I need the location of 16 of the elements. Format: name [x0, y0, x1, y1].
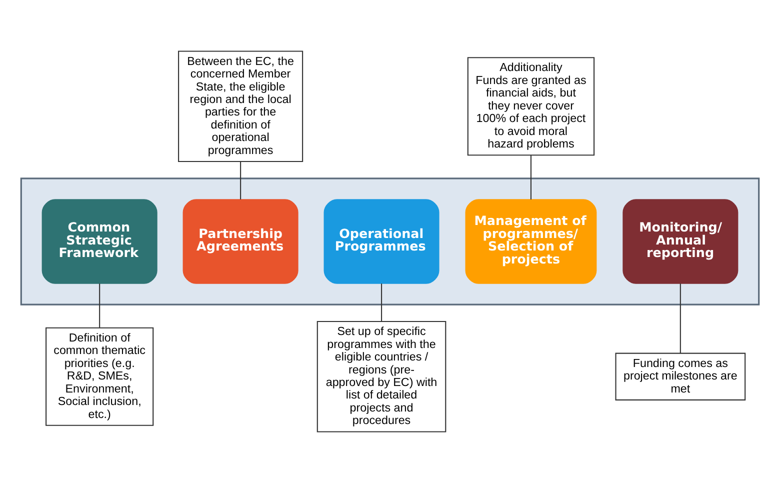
node-box: Set up of specific programmes with the eligible countries / regions (pre-approved by EC) with list of detailed projects and procedures	[316, 320, 446, 432]
connector	[680, 283, 681, 353]
connector	[240, 161, 242, 199]
connector	[99, 283, 100, 327]
node-box: Operational Programmes	[324, 198, 440, 284]
connector	[381, 283, 382, 321]
node-box: Definition of common thematic priorities (e.g. R&D, SMEs, Environment, Social inclusion, etc.)	[46, 326, 154, 426]
node-box: Common Strategic Framework	[42, 198, 158, 284]
node-box: Between the EC, the concerned Member State, the eligible region and the local parties for the definition of operational programmes	[178, 50, 304, 162]
node-box: Partnership Agreements	[182, 198, 298, 284]
node-box: Funding comes as project milestones are met	[615, 352, 746, 400]
node-box: Additionality Funds are granted as financial aids, but they never cover 100% of each project to avoid moral hazard problems	[467, 56, 595, 156]
cluster	[20, 177, 760, 305]
connector	[530, 154, 532, 200]
node-box: Management of programmes/ Selection of projects	[465, 198, 597, 284]
node-box: Monitoring/ Annual reporting	[622, 198, 738, 284]
